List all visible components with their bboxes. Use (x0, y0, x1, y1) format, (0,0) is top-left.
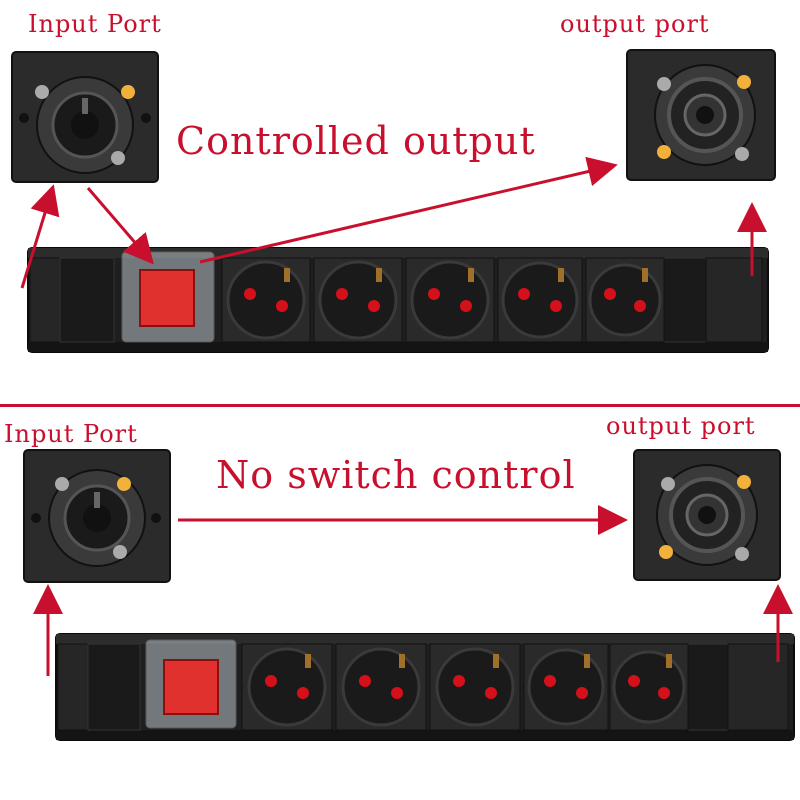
powercon-input-icon (11, 51, 159, 183)
panel-divider (0, 404, 800, 407)
powercon-input-icon (23, 449, 171, 583)
schuko-socket-icon (523, 643, 609, 731)
schuko-socket-icon (241, 643, 333, 731)
output-port-label: output port (606, 412, 756, 440)
flow-arrows (20, 156, 767, 289)
rocker-switch-icon (121, 251, 215, 343)
no-switch-control-panel: Input Port output port No switch control (0, 400, 800, 800)
schuko-socket-icon (429, 643, 521, 731)
rocker-switch-icon (145, 639, 237, 729)
powercon-output-icon (626, 49, 776, 181)
input-port-label: Input Port (4, 420, 138, 448)
schuko-socket-icon (313, 257, 403, 343)
schuko-socket-icon (405, 257, 495, 343)
mode-label: No switch control (216, 453, 576, 497)
controlled-output-panel: Input Port output port Controlled output (11, 10, 776, 353)
schuko-socket-icon (609, 643, 689, 731)
no-switch-illustration (23, 449, 795, 741)
output-port-label: output port (560, 10, 710, 38)
powercon-output-icon (633, 449, 781, 581)
input-port-label: Input Port (28, 10, 162, 38)
schuko-socket-icon (221, 257, 311, 343)
schuko-socket-icon (497, 257, 583, 343)
schuko-socket-icon (585, 257, 665, 343)
schuko-socket-icon (335, 643, 427, 731)
flow-arrows (33, 505, 793, 676)
power-strip (55, 633, 795, 741)
power-strip (27, 247, 769, 353)
mode-label: Controlled output (176, 119, 536, 163)
controlled-output-illustration (11, 49, 776, 353)
